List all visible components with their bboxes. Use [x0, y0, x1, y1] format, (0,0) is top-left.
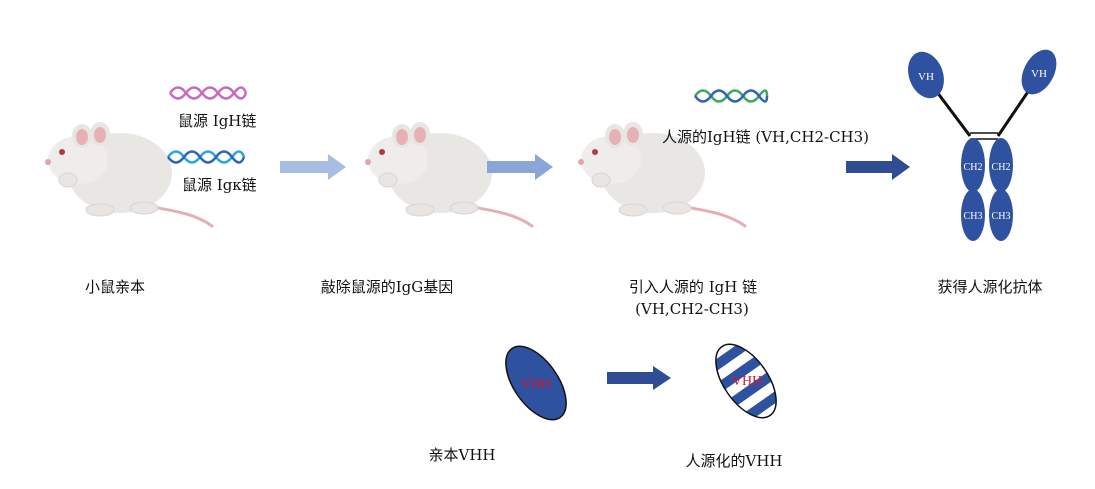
- dna-helix-cyan-icon: [166, 150, 246, 164]
- arrow-right-dark-2: [607, 366, 671, 390]
- ch2-right-label: CH2: [992, 162, 1011, 173]
- ch2-right-domain: [989, 138, 1013, 192]
- humanized-vhh-illustration: VHH: [710, 338, 782, 424]
- arrow-right-dark-1: [846, 154, 910, 180]
- label-humanized-vhh: 人源化的VHH: [685, 452, 783, 470]
- humanized-vhh-text: VHH: [732, 374, 762, 389]
- gene-label-igh-mouse: 鼠源 IgH链: [178, 112, 257, 130]
- arrow-right-light-2: [487, 154, 553, 180]
- label-parent-vhh: 亲本VHH: [428, 446, 496, 464]
- dna-helix-green-icon: [693, 89, 769, 103]
- label-humanized-antibody: 获得人源化抗体: [937, 278, 1043, 296]
- label-mouse-humanized-line2: (VH,CH2-CH3): [635, 300, 749, 318]
- vh-left-domain: [908, 51, 944, 99]
- arrow-right-light-1: [280, 154, 346, 180]
- parent-vhh-illustration: VHH: [505, 345, 567, 421]
- label-mouse-humanized-line1: 引入人源的 IgH 链: [628, 278, 758, 296]
- ch3-right-domain: [989, 189, 1013, 241]
- parent-vhh-text: VHH: [521, 377, 551, 392]
- mouse-wildtype-illustration: [45, 122, 214, 228]
- ch3-left-label: CH3: [964, 211, 983, 222]
- ch2-left-label: CH2: [964, 162, 983, 173]
- ch3-left-domain: [961, 189, 985, 241]
- dna-helix-pink-icon: [168, 86, 248, 100]
- gene-label-igh-human: 人源的IgH链 (VH,CH2-CH3): [662, 128, 870, 146]
- label-mouse-knockout: 敲除鼠源的IgG基因: [320, 278, 454, 296]
- ch2-left-domain: [961, 138, 985, 192]
- ch3-right-label: CH3: [992, 211, 1011, 222]
- mouse-knockout-illustration: [365, 122, 534, 228]
- label-mouse-parent: 小鼠亲本: [84, 278, 146, 296]
- mouse-humanized-illustration: [578, 122, 747, 228]
- vh-left-label: VH: [918, 71, 934, 83]
- gene-label-igk-mouse: 鼠源 Igκ链: [182, 176, 257, 194]
- vh-right-label: VH: [1031, 68, 1047, 80]
- vh-right-domain: [1021, 49, 1057, 95]
- antibody-illustration: VH VH CH2 CH2 CH3 CH3: [908, 49, 1057, 241]
